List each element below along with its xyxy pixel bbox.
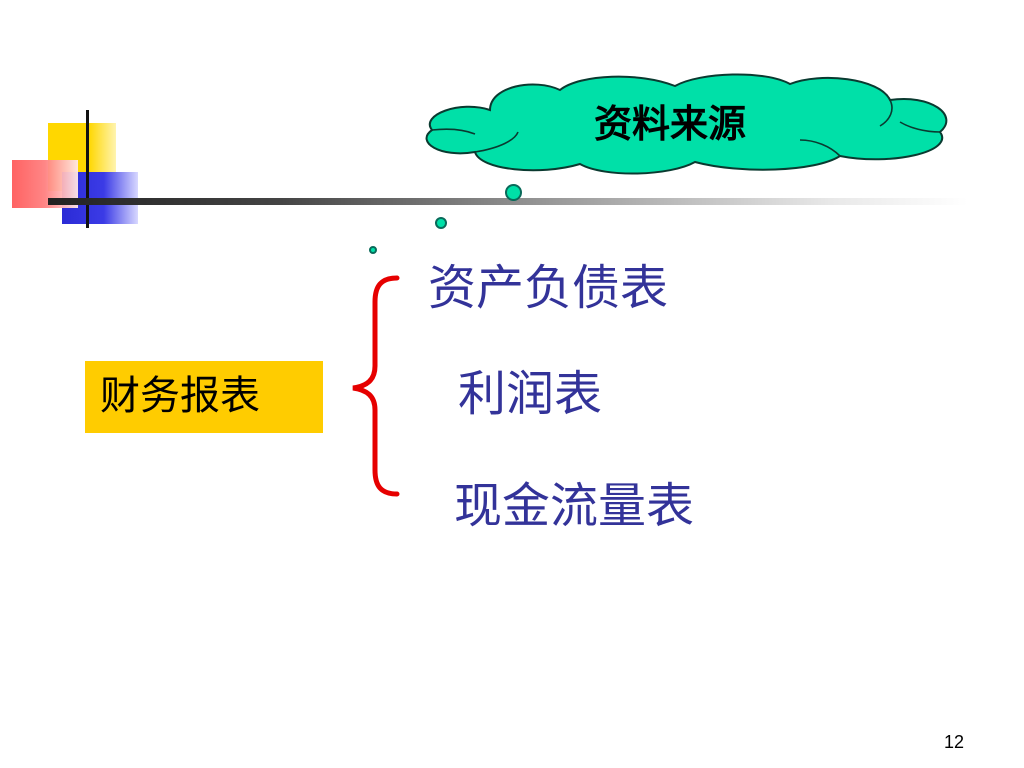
label-background [85, 361, 323, 433]
slide-title: 资料来源 [593, 102, 746, 146]
curly-brace-icon [352, 275, 400, 497]
thought-bubble-large [505, 184, 522, 201]
title-underline [48, 198, 968, 205]
page-number: 12 [943, 732, 964, 752]
financial-statements-label: 财务报表 [100, 373, 260, 419]
item-balance-sheet: 资产负债表 [428, 260, 669, 316]
logo-vertical-line [86, 110, 89, 228]
item-income-statement: 利润表 [458, 366, 603, 422]
thought-bubble-medium [435, 217, 447, 229]
cloud-callout-icon [425, 73, 948, 175]
thought-bubble-small [369, 246, 377, 254]
item-cash-flow-statement: 现金流量表 [454, 478, 695, 534]
